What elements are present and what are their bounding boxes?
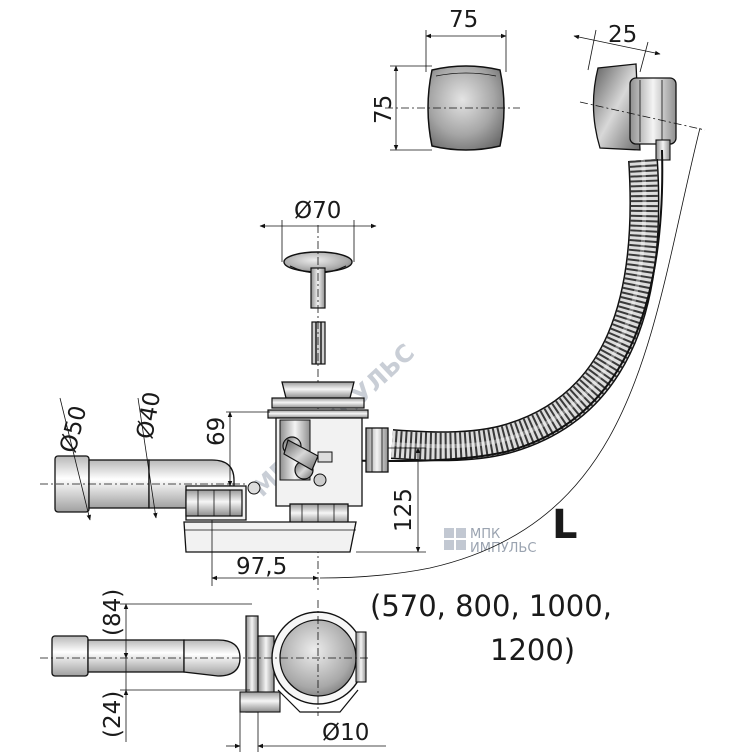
- dim-125: 125: [356, 447, 426, 553]
- outlet-pipe: Ø50 Ø40: [40, 390, 261, 521]
- dim-plug-diameter: Ø70: [294, 198, 341, 224]
- dim-length-L: L: [552, 502, 578, 548]
- watermark-logo-line1: МПК: [470, 527, 500, 542]
- dim-cap-width: 75: [449, 7, 478, 33]
- lever-mechanism: [282, 436, 333, 487]
- dim-plan-24: (24): [100, 691, 126, 738]
- dim-height-125: 125: [391, 488, 417, 532]
- lengths-line1: (570, 800, 1000,: [370, 589, 612, 623]
- dim-outlet-50: Ø50: [56, 403, 93, 455]
- drain-body-side: [183, 381, 389, 553]
- dim-outlet-40: Ø40: [132, 390, 166, 441]
- dim-height-69: 69: [204, 417, 230, 446]
- flexible-hose: [329, 149, 664, 463]
- dim-plan-diameter-10: Ø10: [322, 720, 369, 746]
- lengths-line2: 1200): [490, 633, 575, 667]
- dim-plan-84: (84): [100, 589, 126, 636]
- dim-69: 69: [204, 411, 270, 487]
- dim-overflow-depth: 25: [608, 22, 637, 48]
- watermark-logo-line2: ИМПУЛЬС: [470, 541, 536, 556]
- overflow-side-view: 25: [573, 22, 706, 161]
- dim-cap-height: 75: [371, 95, 397, 124]
- length-dimension: L: [319, 127, 701, 579]
- dim-offset-97-5: 97,5: [236, 554, 287, 580]
- dim-97-5: 97,5: [211, 520, 319, 586]
- watermark-logo: МПК ИМПУЛЬС: [444, 527, 536, 556]
- overflow-cap-front: 75 75: [371, 7, 520, 151]
- plan-view: (84) (24) Ø10: [40, 589, 386, 752]
- plug-assembly: Ø70: [259, 198, 377, 590]
